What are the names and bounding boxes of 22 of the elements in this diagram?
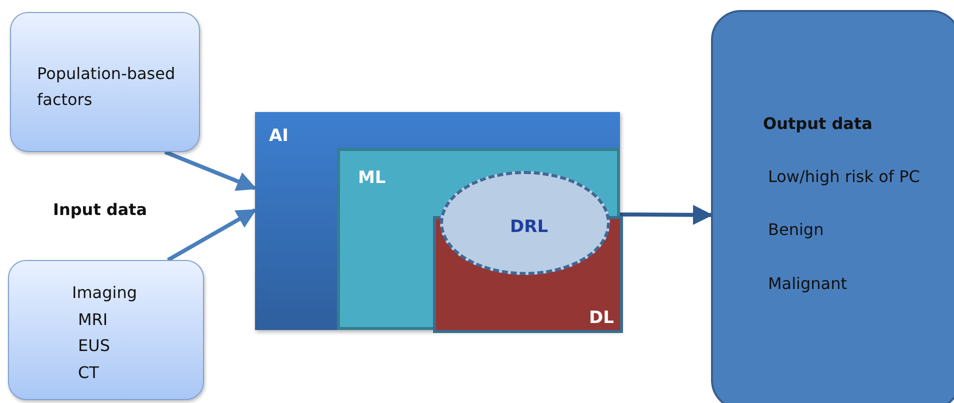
- arrow: [166, 208, 257, 262]
- section-label: Input data: [53, 200, 148, 219]
- node-text: CT: [78, 363, 99, 382]
- node-text: Population-based factors: [37, 63, 176, 111]
- node-text: Benign: [768, 220, 824, 239]
- node-text: Malignant: [768, 274, 848, 293]
- category-label: ML: [358, 168, 386, 188]
- arrow: [620, 204, 713, 225]
- node-text: Low/high risk of PC: [768, 167, 920, 186]
- input-box: [10, 12, 200, 152]
- category-label: DRL: [510, 217, 548, 237]
- node-text: MRI: [78, 310, 108, 329]
- node-text: EUS: [78, 336, 110, 355]
- heading: Imaging: [72, 283, 138, 302]
- category-box: [255, 112, 620, 330]
- output-box: [711, 10, 954, 403]
- heading: Output data: [763, 114, 872, 133]
- input-box: [8, 260, 204, 400]
- category-box: [337, 148, 620, 330]
- category-label: AI: [269, 126, 288, 146]
- category-label: DL: [589, 308, 614, 328]
- arrow: [164, 150, 257, 191]
